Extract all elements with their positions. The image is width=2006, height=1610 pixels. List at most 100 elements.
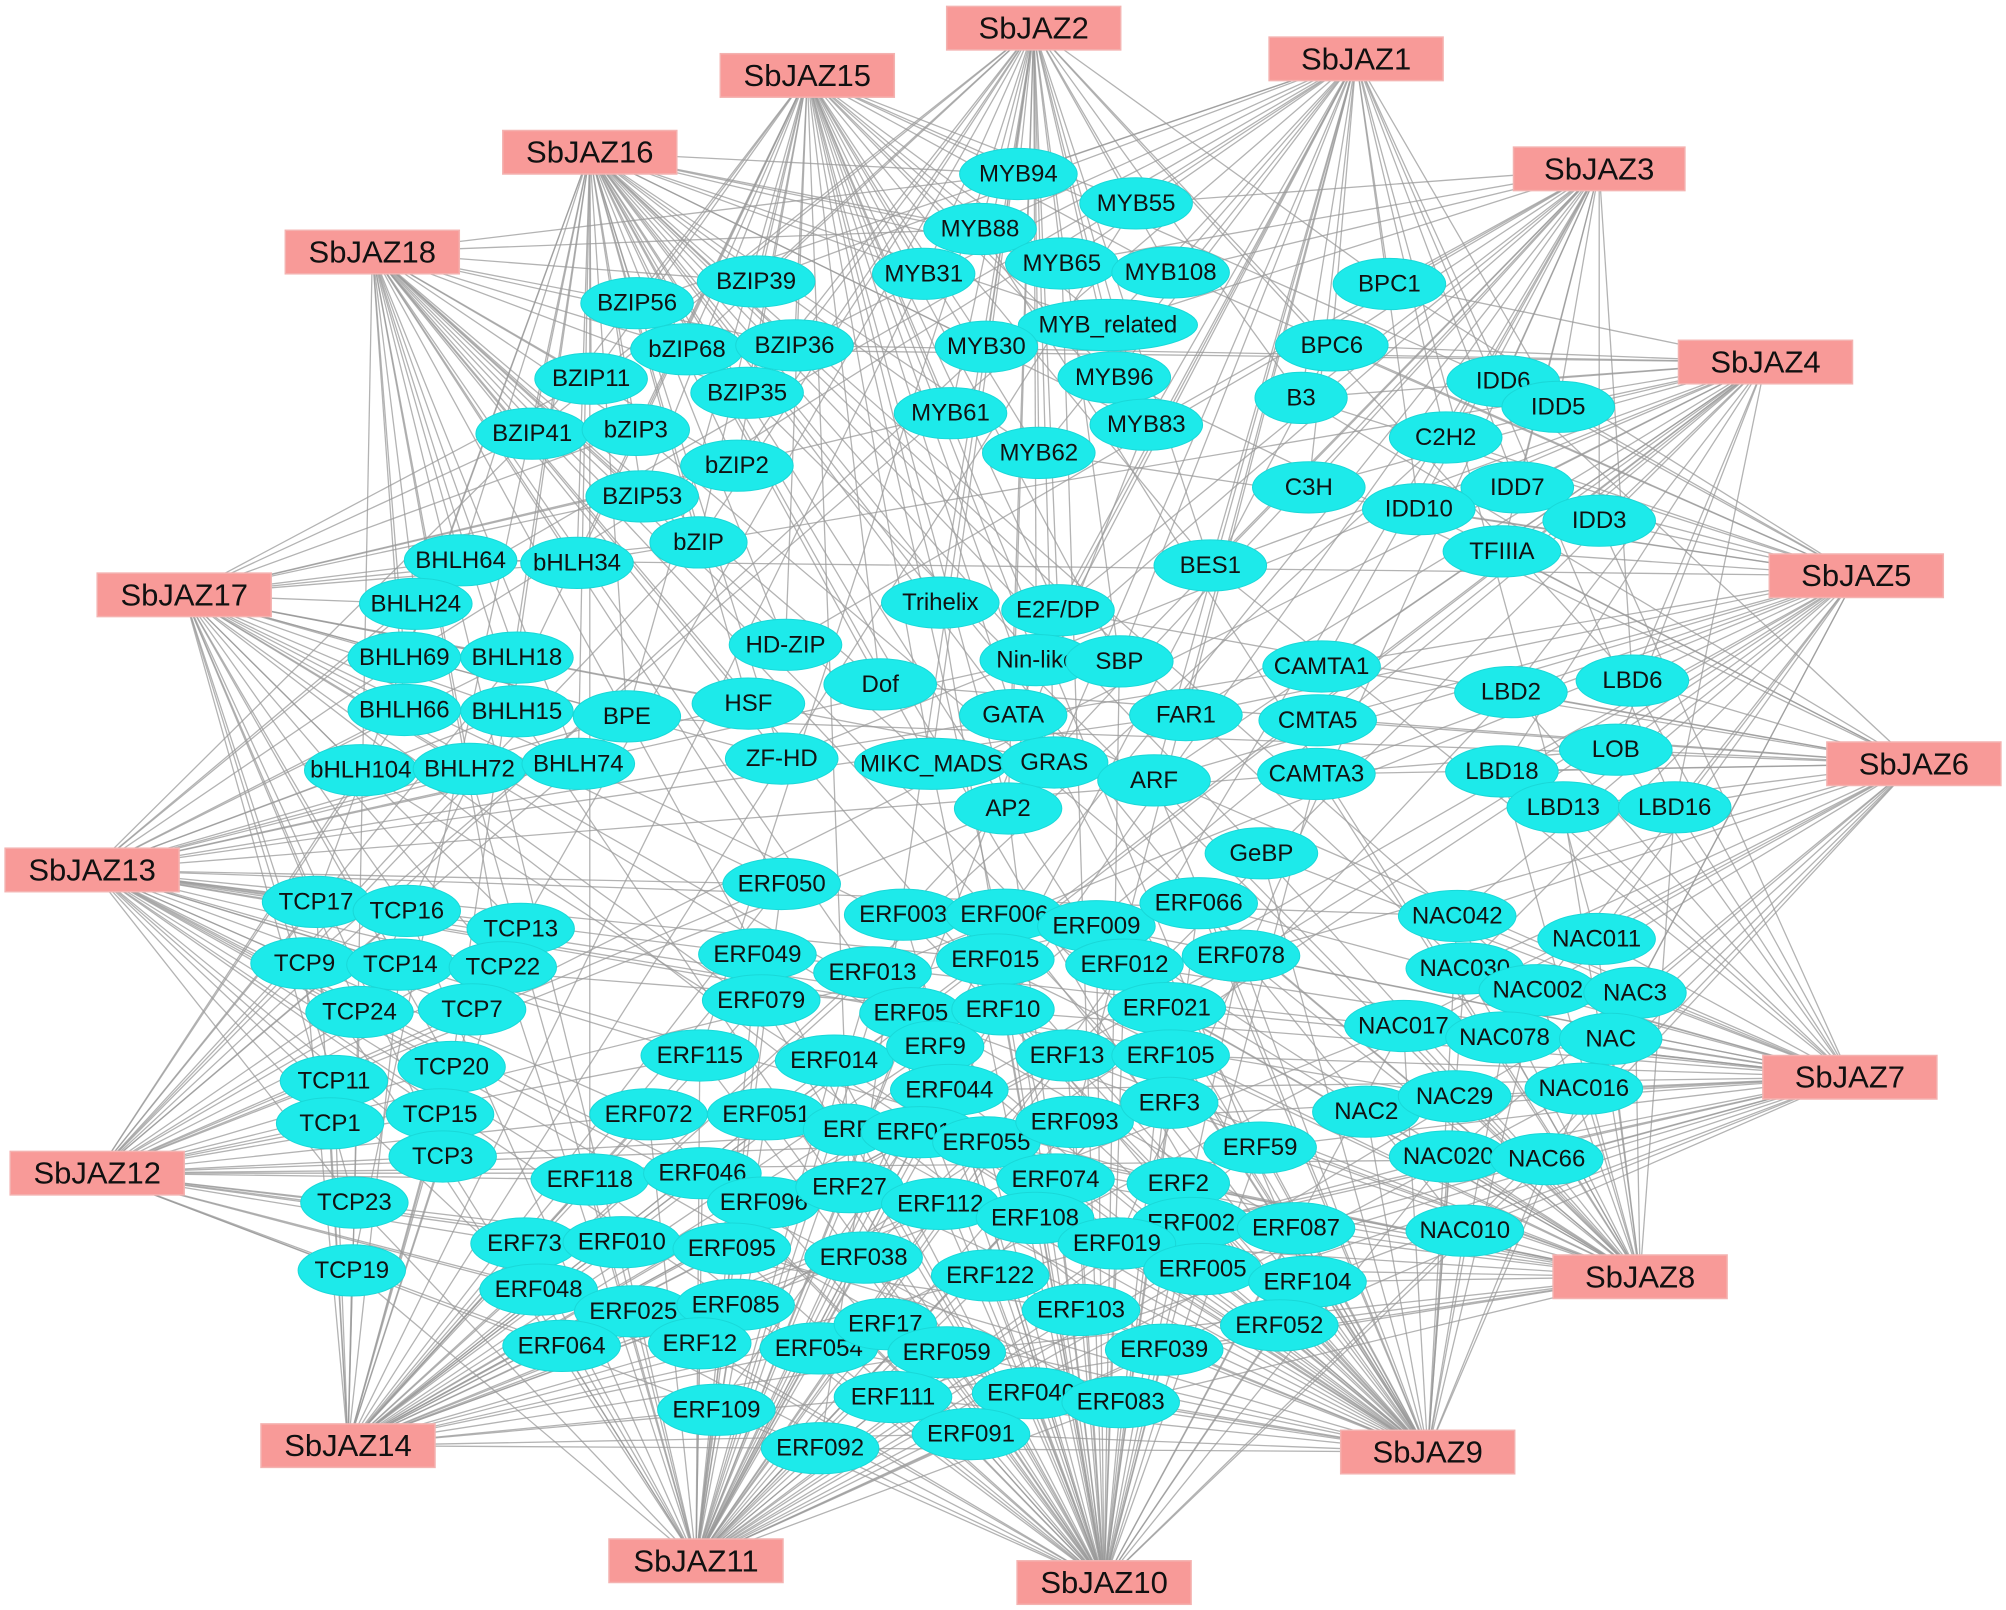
jaz-node-sbjaz10[interactable]: SbJAZ10 (1016, 1560, 1192, 1606)
tf-node-myb88[interactable]: MYB88 (923, 202, 1037, 256)
tf-node-nac078[interactable]: NAC078 (1445, 1011, 1564, 1064)
tf-node-erf064[interactable]: ERF064 (502, 1319, 621, 1373)
jaz-node-sbjaz7[interactable]: SbJAZ7 (1762, 1054, 1938, 1100)
tf-node-myb108[interactable]: MYB108 (1111, 246, 1230, 299)
tf-node-myb30[interactable]: MYB30 (934, 320, 1039, 373)
tf-node-lbd18[interactable]: LBD18 (1445, 745, 1559, 798)
tf-node-idd3[interactable]: IDD3 (1542, 494, 1656, 547)
tf-node-erf083[interactable]: ERF083 (1061, 1376, 1180, 1429)
tf-node-erf014[interactable]: ERF014 (774, 1034, 894, 1087)
tf-node-nac016[interactable]: NAC016 (1524, 1062, 1644, 1115)
tf-node-myb96[interactable]: MYB96 (1057, 351, 1172, 404)
tf-node-tcp1[interactable]: TCP1 (275, 1097, 385, 1150)
tf-node-bhlh66[interactable]: BHLH66 (347, 683, 462, 737)
tf-node-bhlh69[interactable]: BHLH69 (347, 631, 462, 684)
tf-node-bhlh104[interactable]: bHLH104 (304, 744, 418, 797)
tf-node-erf040[interactable]: ERF040 (971, 1367, 1091, 1420)
tf-node-myb61[interactable]: MYB61 (893, 387, 1008, 440)
tf-node-erf59[interactable]: ERF59 (1203, 1121, 1317, 1174)
tf-node-erf005[interactable]: ERF005 (1143, 1243, 1262, 1296)
tf-node-hsf[interactable]: HSF (691, 677, 806, 730)
tf-node-erf115[interactable]: ERF115 (640, 1029, 760, 1082)
jaz-node-sbjaz1[interactable]: SbJAZ1 (1268, 36, 1444, 82)
tf-node-erf019[interactable]: ERF019 (1057, 1217, 1177, 1270)
tf-node-nac3[interactable]: NAC3 (1583, 966, 1687, 1019)
tf-node-gras[interactable]: GRAS (999, 736, 1109, 789)
tf-node-erf093[interactable]: ERF093 (1015, 1095, 1134, 1149)
tf-node-bzip35[interactable]: BZIP35 (690, 366, 804, 419)
tf-node-nac[interactable]: NAC (1559, 1012, 1663, 1065)
tf-node-lbd13[interactable]: LBD13 (1506, 781, 1621, 834)
jaz-node-sbjaz16[interactable]: SbJAZ16 (502, 129, 678, 175)
tf-node-erf092[interactable]: ERF092 (760, 1422, 880, 1475)
tf-node-lbd16[interactable]: LBD16 (1617, 781, 1732, 834)
tf-node-camta1[interactable]: CAMTA1 (1262, 640, 1381, 693)
tf-node-idd7[interactable]: IDD7 (1460, 461, 1575, 514)
tf-node-erf103[interactable]: ERF103 (1021, 1283, 1141, 1337)
tf-node-idd5[interactable]: IDD5 (1501, 380, 1615, 433)
jaz-node-sbjaz4[interactable]: SbJAZ4 (1677, 339, 1854, 385)
tf-node-erf118[interactable]: ERF118 (530, 1153, 650, 1206)
tf-node-erf072[interactable]: ERF072 (589, 1088, 708, 1141)
tf-node-erf105[interactable]: ERF105 (1111, 1029, 1230, 1082)
tf-node-cmta5[interactable]: CMTA5 (1258, 694, 1377, 747)
jaz-node-sbjaz5[interactable]: SbJAZ5 (1768, 553, 1945, 599)
tf-node-tcp11[interactable]: TCP11 (279, 1054, 389, 1108)
tf-node-bhlh72[interactable]: BHLH72 (412, 742, 527, 796)
tf-node-bes1[interactable]: BES1 (1153, 539, 1268, 592)
tf-node-nac29[interactable]: NAC29 (1397, 1070, 1512, 1123)
tf-node-bpc6[interactable]: BPC6 (1275, 319, 1389, 372)
tf-node-camta3[interactable]: CAMTA3 (1257, 747, 1376, 801)
tf-node-lob[interactable]: LOB (1559, 723, 1673, 776)
tf-node-hd-zip[interactable]: HD-ZIP (728, 618, 843, 671)
tf-node-tcp9[interactable]: TCP9 (250, 937, 359, 990)
tf-node-erf095[interactable]: ERF095 (672, 1222, 792, 1275)
tf-node-bhlh24[interactable]: BHLH24 (359, 577, 473, 630)
tf-node-erf021[interactable]: ERF021 (1107, 982, 1227, 1035)
tf-node-erf010[interactable]: ERF010 (562, 1216, 682, 1269)
tf-node-erf12[interactable]: ERF12 (648, 1317, 752, 1370)
tf-node-e2f-dp[interactable]: E2F/DP (1001, 584, 1115, 637)
tf-node-nac017[interactable]: NAC017 (1344, 999, 1463, 1053)
tf-node-erf087[interactable]: ERF087 (1236, 1202, 1356, 1255)
jaz-node-sbjaz6[interactable]: SbJAZ6 (1826, 741, 2002, 787)
tf-node-tcp20[interactable]: TCP20 (397, 1040, 506, 1094)
tf-node-gata[interactable]: GATA (959, 689, 1068, 742)
jaz-node-sbjaz13[interactable]: SbJAZ13 (4, 847, 180, 893)
tf-node-nac002[interactable]: NAC002 (1478, 964, 1598, 1017)
tf-node-sbp[interactable]: SBP (1065, 635, 1174, 688)
tf-node-nac66[interactable]: NAC66 (1489, 1133, 1604, 1186)
tf-node-nin-like[interactable]: Nin-like (979, 634, 1094, 687)
tf-node-erf108[interactable]: ERF108 (975, 1191, 1095, 1245)
tf-node-bzip39[interactable]: BZIP39 (696, 255, 816, 308)
tf-node-tcp24[interactable]: TCP24 (305, 985, 414, 1039)
tf-node-erf3[interactable]: ERF3 (1120, 1076, 1219, 1129)
tf-node-erf066[interactable]: ERF066 (1139, 877, 1258, 930)
tf-node-myb31[interactable]: MYB31 (872, 247, 976, 300)
tf-node-bhlh64[interactable]: BHLH64 (403, 534, 518, 587)
tf-node-erf73[interactable]: ERF73 (470, 1217, 579, 1270)
tf-node-tcp15[interactable]: TCP15 (385, 1088, 495, 1141)
jaz-node-sbjaz9[interactable]: SbJAZ9 (1339, 1429, 1516, 1475)
tf-node-erf059[interactable]: ERF059 (887, 1326, 1007, 1379)
jaz-node-sbjaz3[interactable]: SbJAZ3 (1512, 146, 1686, 192)
tf-node-nac042[interactable]: NAC042 (1397, 889, 1517, 943)
jaz-node-sbjaz11[interactable]: SbJAZ11 (608, 1538, 784, 1584)
tf-node-myb55[interactable]: MYB55 (1079, 177, 1193, 230)
tf-node-bzip68[interactable]: bZIP68 (630, 323, 744, 376)
tf-node-bzip11[interactable]: BZIP11 (534, 352, 648, 405)
tf-node-tcp17[interactable]: TCP17 (261, 875, 371, 929)
tf-node-nac020[interactable]: NAC020 (1388, 1130, 1508, 1183)
tf-node-tcp7[interactable]: TCP7 (417, 983, 527, 1036)
tf-node-erf2[interactable]: ERF2 (1126, 1157, 1231, 1210)
tf-node-bzip41[interactable]: BZIP41 (475, 407, 590, 460)
tf-node-ap2[interactable]: AP2 (953, 782, 1063, 835)
tf-node-myb94[interactable]: MYB94 (959, 147, 1078, 201)
tf-node-bpc1[interactable]: BPC1 (1332, 257, 1447, 311)
tf-node-lbd2[interactable]: LBD2 (1454, 666, 1568, 719)
tf-node-myb-related[interactable]: MYB_related (1017, 298, 1199, 352)
tf-node-nac011[interactable]: NAC011 (1537, 912, 1656, 966)
tf-node-erf044[interactable]: ERF044 (890, 1063, 1009, 1117)
tf-node-erf012[interactable]: ERF012 (1065, 938, 1184, 991)
tf-node-tcp22[interactable]: TCP22 (448, 941, 557, 994)
